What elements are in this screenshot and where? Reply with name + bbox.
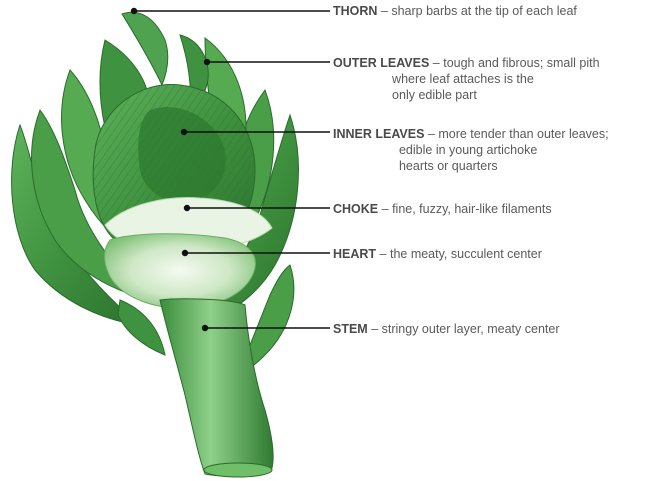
label-stem-separator: – <box>368 322 382 336</box>
leader-heart-dot <box>183 251 188 256</box>
label-choke-term: CHOKE <box>333 202 378 216</box>
label-inner-leaves-term: INNER LEAVES <box>333 127 424 141</box>
label-thorn-separator: – <box>377 4 391 18</box>
stem <box>160 299 273 476</box>
leader-inner-dot <box>182 130 187 135</box>
label-thorn-term: THORN <box>333 4 377 18</box>
label-outer-leaves-separator: – <box>429 56 443 70</box>
label-outer-leaves: OUTER LEAVES – tough and fibrous; small … <box>333 55 600 103</box>
label-heart: HEART – the meaty, succulent center <box>333 246 542 262</box>
label-thorn-description: sharp barbs at the tip of each leaf <box>391 4 577 18</box>
label-heart-separator: – <box>376 247 390 261</box>
leader-stem-dot <box>203 326 208 331</box>
leader-thorn-dot <box>132 9 137 14</box>
label-inner-leaves-separator: – <box>424 127 438 141</box>
label-choke: CHOKE – fine, fuzzy, hair-like filaments <box>333 201 552 217</box>
label-stem-description: stringy outer layer, meaty center <box>382 322 560 336</box>
side-leaf-left <box>118 300 165 355</box>
label-heart-description: the meaty, succulent center <box>390 247 542 261</box>
label-choke-description: fine, fuzzy, hair-like filaments <box>392 202 552 216</box>
label-heart-term: HEART <box>333 247 376 261</box>
label-outer-leaves-term: OUTER LEAVES <box>333 56 429 70</box>
label-stem-term: STEM <box>333 322 368 336</box>
label-thorn: THORN – sharp barbs at the tip of each l… <box>333 3 577 19</box>
stem-cut-end <box>204 463 272 477</box>
label-stem: STEM – stringy outer layer, meaty center <box>333 321 560 337</box>
label-inner-leaves: INNER LEAVES – more tender than outer le… <box>333 126 609 174</box>
label-choke-separator: – <box>378 202 392 216</box>
leader-choke-dot <box>185 206 190 211</box>
leader-outer-dot <box>205 60 210 65</box>
